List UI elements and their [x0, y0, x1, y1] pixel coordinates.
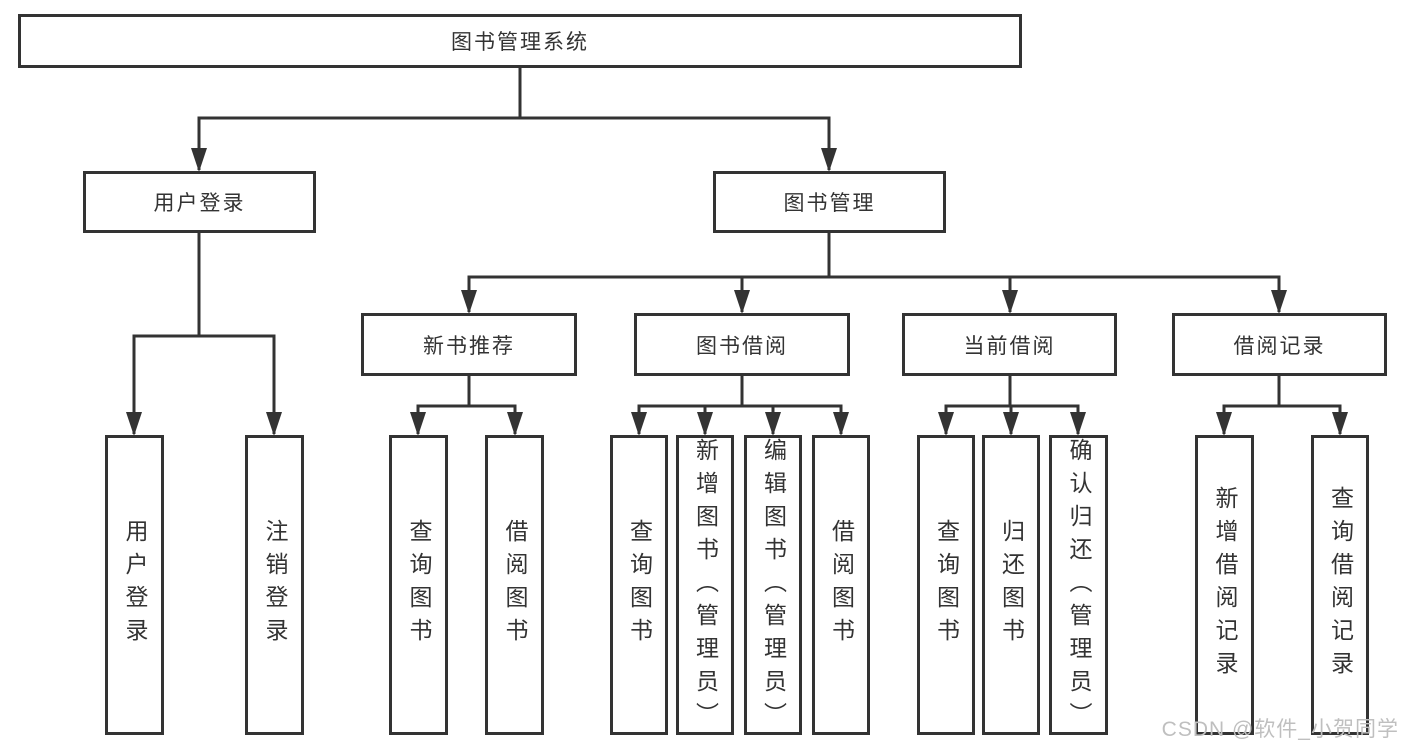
- leaf-confirm-return-admin: 确认归还（管理员）: [1049, 435, 1108, 735]
- leaf-user-login-label: 用户登录: [122, 519, 148, 651]
- leaf-query-books-current-label: 查询图书: [933, 519, 960, 651]
- node-current-borrow: 当前借阅: [902, 313, 1117, 376]
- node-book-management: 图书管理: [713, 171, 946, 233]
- leaf-user-login: 用户登录: [105, 435, 164, 735]
- leaf-query-books-current: 查询图书: [917, 435, 975, 735]
- node-new-book-recommend-label: 新书推荐: [423, 334, 515, 358]
- watermark: CSDN @软件_小贺同学: [1161, 718, 1399, 741]
- leaf-borrow-books-recommend: 借阅图书: [485, 435, 544, 735]
- leaf-query-borrow-record-label: 查询借阅记录: [1327, 486, 1354, 684]
- node-user-login-label: 用户登录: [153, 192, 246, 215]
- leaf-logout-label: 注销登录: [262, 519, 288, 651]
- leaf-add-borrow-record: 新增借阅记录: [1195, 435, 1254, 735]
- node-current-borrow-label: 当前借阅: [963, 334, 1056, 358]
- leaf-query-books-recommend-label: 查询图书: [406, 519, 432, 651]
- leaf-query-borrow-record: 查询借阅记录: [1311, 435, 1369, 735]
- leaf-borrow-books: 借阅图书: [812, 435, 870, 735]
- leaf-query-books-borrow: 查询图书: [610, 435, 668, 735]
- node-root: 图书管理系统: [18, 14, 1022, 68]
- node-book-management-label: 图书管理: [783, 192, 876, 215]
- node-book-borrow-label: 图书借阅: [696, 334, 788, 358]
- leaf-edit-book-admin: 编辑图书（管理员）: [744, 435, 802, 735]
- leaf-add-borrow-record-label: 新增借阅记录: [1212, 486, 1238, 684]
- leaf-return-book-label: 归还图书: [998, 519, 1025, 651]
- leaf-query-books-recommend: 查询图书: [389, 435, 448, 735]
- node-user-login: 用户登录: [83, 171, 316, 233]
- leaf-return-book: 归还图书: [982, 435, 1040, 735]
- node-root-label: 图书管理系统: [451, 31, 589, 54]
- node-book-borrow: 图书借阅: [634, 313, 850, 376]
- leaf-add-book-admin-label: 新增图书（管理员）: [692, 438, 719, 735]
- node-borrow-records: 借阅记录: [1172, 313, 1387, 376]
- leaf-borrow-books-recommend-label: 借阅图书: [502, 519, 528, 651]
- leaf-confirm-return-admin-label: 确认归还（管理员）: [1066, 438, 1092, 735]
- leaf-borrow-books-label: 借阅图书: [828, 519, 855, 651]
- node-borrow-records-label: 借阅记录: [1233, 334, 1326, 358]
- leaf-edit-book-admin-label: 编辑图书（管理员）: [760, 438, 787, 735]
- leaf-query-books-borrow-label: 查询图书: [626, 519, 653, 651]
- node-new-book-recommend: 新书推荐: [361, 313, 577, 376]
- leaf-add-book-admin: 新增图书（管理员）: [676, 435, 734, 735]
- leaf-logout: 注销登录: [245, 435, 304, 735]
